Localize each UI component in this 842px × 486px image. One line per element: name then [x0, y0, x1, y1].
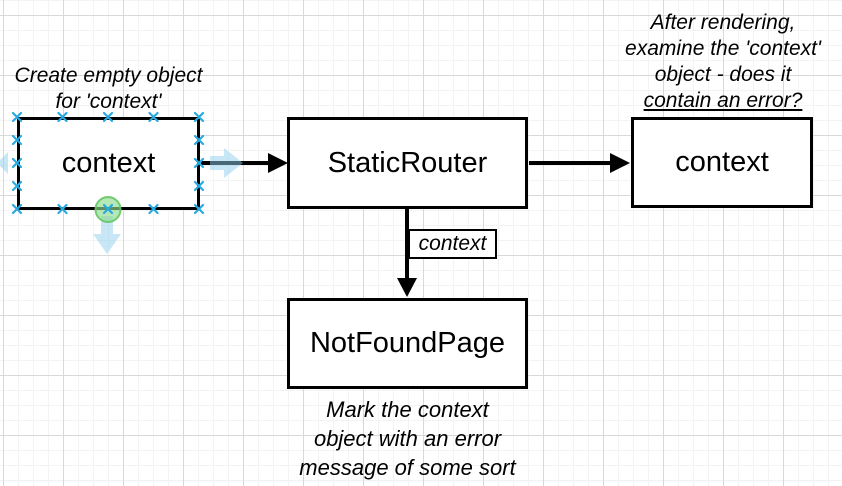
- node-label: context: [675, 146, 769, 178]
- edge-label-context[interactable]: context: [408, 229, 497, 259]
- annotation-mark-context[interactable]: Mark the context object with an error me…: [287, 395, 528, 482]
- direction-hint-right-icon: [210, 148, 243, 178]
- edge-staticrouter-to-context[interactable]: [529, 153, 630, 173]
- annotation-line: for 'context': [55, 90, 162, 113]
- direction-hint-down-icon: [93, 216, 121, 254]
- node-label: NotFoundPage: [309, 327, 506, 359]
- node-label: context: [61, 147, 156, 179]
- annotation-line: Create empty object: [14, 64, 203, 87]
- annotation-line: After rendering,: [650, 11, 796, 34]
- edge-context-to-staticrouter[interactable]: [201, 153, 288, 173]
- direction-hint-left-icon: [0, 152, 8, 174]
- annotation-line: examine the 'context': [625, 37, 821, 60]
- annotation-line: object with an error: [313, 426, 502, 451]
- edge-label-text: context: [418, 232, 487, 255]
- node-context-left[interactable]: context: [17, 117, 200, 210]
- node-label: StaticRouter: [327, 146, 488, 179]
- node-not-found-page[interactable]: NotFoundPage: [287, 298, 528, 389]
- annotation-line: message of some sort: [299, 455, 516, 480]
- annotation-line: contain an error?: [643, 89, 803, 112]
- annotation-after-rendering[interactable]: After rendering, examine the 'context' o…: [604, 10, 842, 114]
- annotation-line: Mark the context: [326, 397, 489, 422]
- annotation-line: object - does it: [654, 63, 792, 86]
- node-static-router[interactable]: StaticRouter: [287, 117, 528, 209]
- node-context-right[interactable]: context: [631, 117, 813, 208]
- annotation-create-empty-object[interactable]: Create empty object for 'context': [0, 63, 217, 115]
